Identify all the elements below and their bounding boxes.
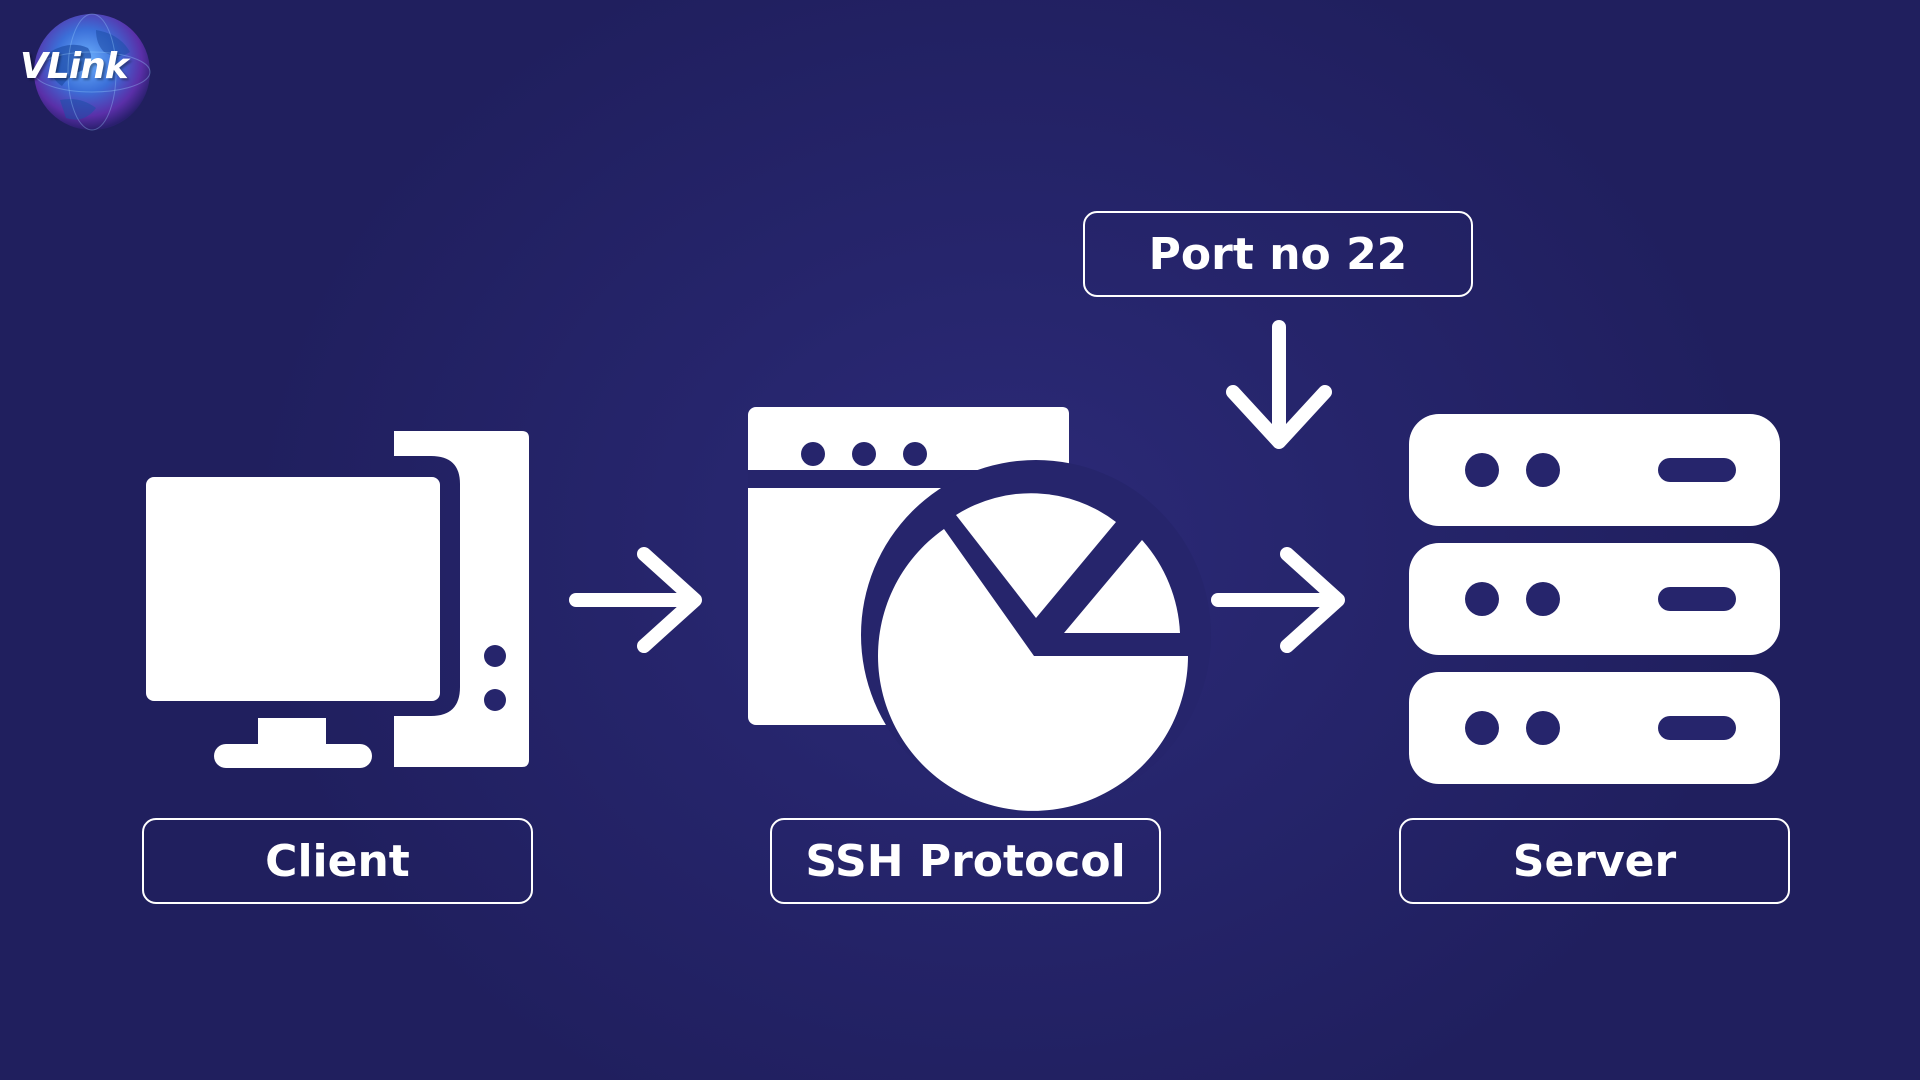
logo-text: VLink (20, 46, 129, 87)
protocol-label-text: SSH Protocol (805, 835, 1126, 887)
arrow-port-down (1226, 320, 1332, 449)
globe-icon (33, 13, 151, 131)
arrow-client-to-protocol (569, 547, 702, 653)
arrow-protocol-to-server (1211, 547, 1345, 653)
desktop-computer-icon (146, 431, 529, 768)
client-label: Client (142, 818, 533, 904)
port-label-text: Port no 22 (1148, 228, 1408, 280)
server-label: Server (1399, 818, 1790, 904)
browser-window-pie-chart-icon (748, 407, 1211, 811)
client-label-text: Client (265, 835, 410, 887)
server-label-text: Server (1512, 835, 1677, 887)
server-stack-icon (1409, 414, 1780, 784)
protocol-label: SSH Protocol (770, 818, 1161, 904)
logo: VLink (0, 0, 190, 140)
port-label: Port no 22 (1083, 211, 1473, 297)
